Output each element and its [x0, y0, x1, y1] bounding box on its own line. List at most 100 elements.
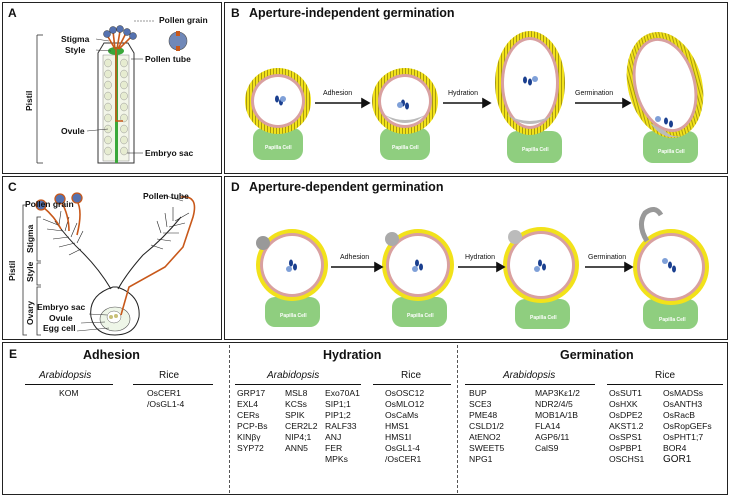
gene-item: NDR2/4/5	[535, 399, 573, 409]
gene-item: OsGL1-4	[385, 443, 420, 453]
adhesion-arabidopsis-list: KOM	[59, 388, 79, 399]
aperture-independent-diagram: Papilla Cell Papilla Cell Papilla Cell P…	[245, 31, 704, 163]
gene-item: OsCER1	[147, 388, 181, 398]
label-stigma-c: Stigma	[25, 224, 35, 253]
gene-item: FLA14	[535, 421, 561, 431]
rice-pistil-diagram	[22, 192, 196, 336]
gene-item: SPIK	[285, 410, 305, 420]
gene-item: OsOSC12	[385, 388, 425, 398]
gene-item: CERs	[237, 410, 260, 420]
gene-item: NPG1	[469, 454, 493, 464]
gene-item: PIP1;2	[325, 410, 351, 420]
adhesion-arabidopsis-label: Arabidopsis	[39, 370, 92, 381]
gene-item: BOR4	[663, 443, 687, 453]
gene-item: MSL8	[285, 388, 308, 398]
gene-item: OsCaMs	[385, 410, 419, 420]
gene-item: SCE3	[469, 399, 492, 409]
gene-item: KINβγ	[237, 432, 261, 442]
step-germination-d: Germination	[588, 254, 627, 261]
gene-item: OsRopGEFs	[663, 421, 712, 431]
label-pollen-tube-c: Pollen tube	[143, 191, 189, 201]
label-ovule-a: Ovule	[61, 126, 85, 136]
label-embryo-sac-c: Embryo sac	[37, 302, 86, 312]
adhesion-rice-label: Rice	[159, 370, 180, 381]
gene-item: OsANTH3	[663, 399, 703, 409]
label-stigma-a: Stigma	[61, 34, 90, 44]
hydration-arabidopsis-col1: GRP17 EXL4 CERs PCP-Bs KINβγ SYP72	[237, 388, 268, 454]
label-ovule-c: Ovule	[49, 313, 73, 323]
svg-text:Papilla Cell: Papilla Cell	[265, 145, 292, 151]
panel-e-letter: E	[9, 347, 18, 361]
label-egg-cell-c: Egg cell	[43, 323, 76, 333]
adhesion-arabidopsis-rule	[25, 384, 113, 385]
panel-c-letter: C	[8, 180, 17, 194]
germination-rice-col1: OsSUT1 OsHXK OsDPE2 AKST1.2 OsSPS1 OsPBP…	[609, 388, 644, 465]
svg-text:Papilla Cell: Papilla Cell	[658, 149, 685, 155]
panel-a-letter: A	[8, 6, 17, 20]
step-hydration-d: Hydration	[465, 254, 495, 261]
gene-item: ANJ	[325, 432, 342, 442]
step-germination-b: Germination	[575, 90, 614, 97]
gene-item: BUP	[469, 388, 487, 398]
hydration-rice-rule	[373, 384, 451, 385]
svg-text:Papilla Cell: Papilla Cell	[392, 145, 419, 151]
gene-item: EXL4	[237, 399, 259, 409]
gene-item: OSCHS1	[609, 454, 645, 464]
panel-c: C Pollen g	[2, 176, 222, 340]
label-pollen-grain-c: Pollen grain	[25, 199, 74, 209]
gene-item: OsDPE2	[609, 410, 643, 420]
svg-text:Papilla Cell: Papilla Cell	[280, 313, 307, 319]
label-pistil-a: Pistil	[24, 90, 34, 111]
gene-item: GRP17	[237, 388, 266, 398]
hydration-rice-label: Rice	[401, 370, 422, 381]
label-style-a: Style	[65, 45, 86, 55]
gene-item: OsPBP1	[609, 443, 642, 453]
gene-item: CER2L2	[285, 421, 318, 431]
svg-text:Papilla Cell: Papilla Cell	[530, 315, 557, 321]
germination-rice-rule	[607, 384, 723, 385]
pistil-diagram	[36, 20, 188, 164]
label-pollen-tube-a: Pollen tube	[145, 54, 191, 64]
gene-item: HMS1	[385, 421, 409, 431]
label-pollen-grain-a: Pollen grain	[159, 15, 208, 25]
panel-d: D Aperture-dependent germination Papilla…	[224, 176, 728, 340]
gene-item: HMS1I	[385, 432, 412, 442]
germination-title: Germination	[560, 348, 634, 362]
gene-item: SIP1;1	[325, 399, 351, 409]
panel-b: B Aperture-independent germination Papil…	[224, 2, 728, 174]
gene-item: OsMADSs	[663, 388, 704, 398]
gene-item: OsSPS1	[609, 432, 642, 442]
gene-item: Exo70A1	[325, 388, 360, 398]
panel-b-letter: B	[231, 6, 240, 20]
gene-item: NIP4;1	[285, 432, 312, 442]
panel-d-title: Aperture-dependent germination	[249, 180, 444, 194]
label-pistil-c: Pistil	[7, 260, 17, 281]
germination-rice-col2: OsMADSs OsANTH3 OsRacB OsRopGEFs OsPHT1;…	[663, 388, 712, 465]
gene-item: SWEET5	[469, 443, 505, 453]
label-ovary-c: Ovary	[25, 300, 35, 325]
gene-item: PCP-Bs	[237, 421, 268, 431]
gene-item: GOR1	[663, 454, 692, 465]
gene-item: AtENO2	[469, 432, 501, 442]
step-hydration-b: Hydration	[448, 90, 478, 97]
step-adhesion-d: Adhesion	[340, 254, 370, 261]
germination-rice-label: Rice	[655, 370, 676, 381]
label-style-c: Style	[25, 261, 35, 282]
adhesion-rice-rule	[133, 384, 213, 385]
gene-item: FER	[325, 443, 343, 453]
gene-item: CSLD1/2	[469, 421, 504, 431]
hydration-arabidopsis-label: Arabidopsis	[267, 370, 320, 381]
svg-text:Papilla Cell: Papilla Cell	[522, 147, 549, 153]
gene-item: OsHXK	[609, 399, 638, 409]
gene-item: MAP3Kε1/2	[535, 388, 580, 398]
adhesion-title: Adhesion	[83, 348, 140, 362]
germination-arabidopsis-label: Arabidopsis	[503, 370, 556, 381]
gene-item: /OsCER1	[385, 454, 422, 464]
gene-item: OsPHT1;7	[663, 432, 704, 442]
gene-item: ANN5	[285, 443, 308, 453]
panel-a: A	[2, 2, 222, 174]
panel-e: E Adhesion Arabidopsis Rice KOM OsCER1 /…	[2, 342, 728, 495]
gene-item: MOB1A/1B	[535, 410, 578, 420]
gene-item: KOM	[59, 388, 79, 398]
germination-arabidopsis-rule	[465, 384, 595, 385]
